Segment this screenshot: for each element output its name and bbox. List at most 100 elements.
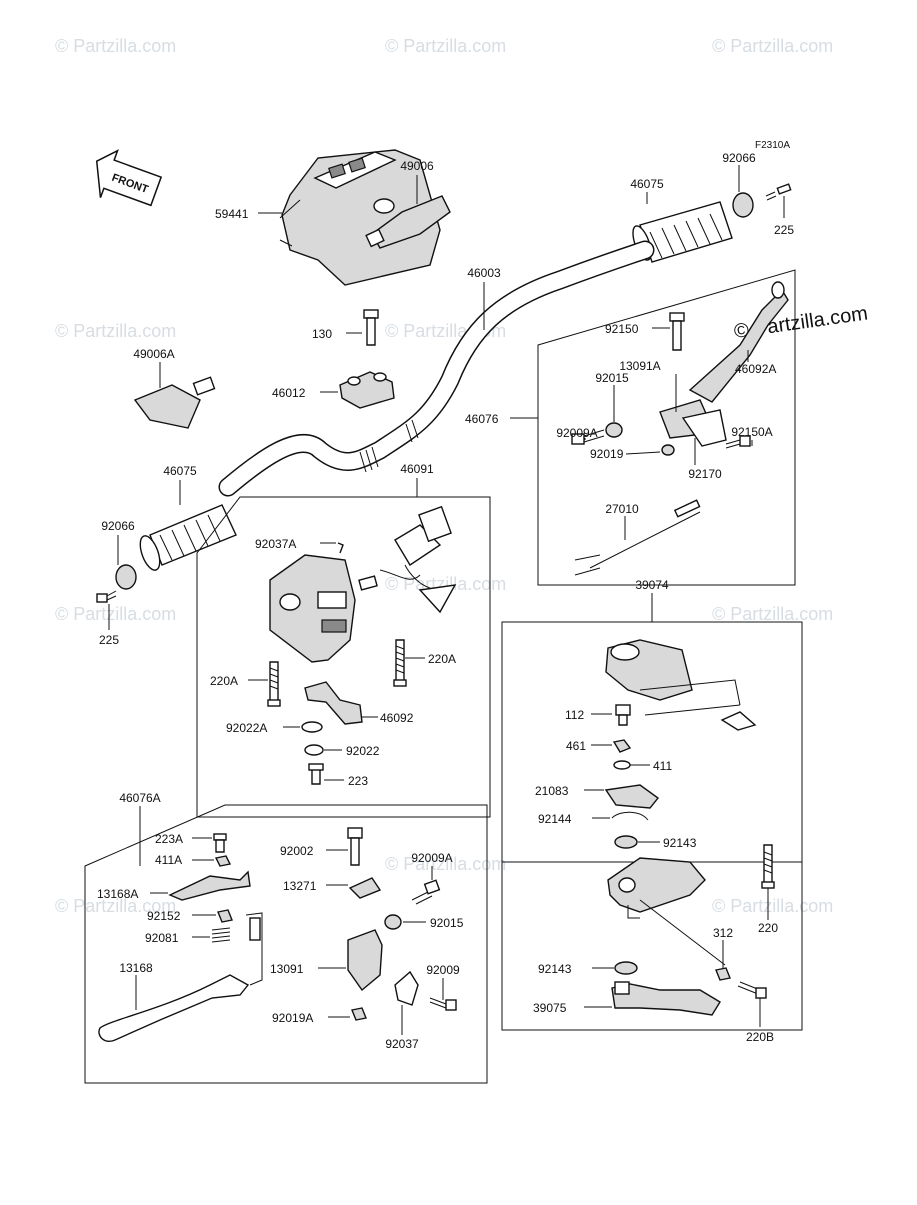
part-label: 46092A	[735, 362, 776, 376]
spring-92144	[611, 811, 649, 821]
seal-92143-top	[614, 835, 638, 849]
part-labels: 59441 49006 46075 92066 225 46003 130 46…	[97, 151, 794, 1051]
bolt-92009A-bot	[411, 879, 441, 905]
part-label: 46012	[272, 386, 306, 400]
part-label: 13091A	[619, 359, 660, 373]
clip	[720, 711, 757, 731]
bolt-112	[615, 704, 631, 726]
part-label: 92066	[722, 151, 756, 165]
part-label: 220A	[210, 674, 238, 688]
bolt-92009	[429, 997, 457, 1011]
bolt-92002	[347, 827, 363, 866]
switch-housing	[269, 554, 378, 663]
part-label: 59441	[215, 207, 249, 221]
brake-lever-46092A	[688, 281, 789, 403]
part-label: 92150A	[731, 425, 772, 439]
watermark: © Partzilla.com	[55, 321, 176, 341]
washer-92022	[304, 744, 324, 756]
lever-bracket-13091	[347, 929, 419, 1006]
part-label: 411A	[155, 853, 182, 867]
throttle-case-box-lower	[501, 862, 803, 1031]
grip-cover-right	[365, 195, 451, 249]
pin	[249, 917, 261, 941]
screw-225-left	[96, 590, 117, 603]
bolt-92150	[669, 312, 685, 351]
watermark: © Partzilla.com	[712, 604, 833, 624]
nut-92019A	[351, 1007, 367, 1021]
lever-13168	[98, 974, 250, 1042]
part-label: 411	[653, 759, 672, 773]
part-label: 13168A	[97, 887, 138, 901]
watermark: © Partzilla.com	[385, 36, 506, 56]
part-label: 92150	[605, 322, 639, 336]
nut-92015	[605, 422, 623, 438]
part-label: 112	[565, 708, 584, 722]
throttle-lever-39075	[611, 981, 721, 1016]
bolt-92009A	[571, 429, 605, 445]
part-label: 46092	[380, 711, 414, 725]
part-label: 92009A	[556, 426, 597, 440]
part-label: 92015	[430, 916, 464, 930]
spring-92081	[211, 927, 231, 943]
throttle-housing	[607, 857, 706, 919]
part-label: 92009	[426, 963, 460, 977]
part-label: 46076	[465, 412, 499, 426]
nut-312	[715, 967, 731, 981]
part-label: 92002	[280, 844, 314, 858]
part-label: 46075	[163, 464, 197, 478]
part-label: 27010	[605, 502, 639, 516]
part-label: 220	[758, 921, 778, 935]
part-label: 92081	[145, 931, 179, 945]
part-label: 46075	[630, 177, 664, 191]
lever-bracket-13091A	[659, 399, 727, 447]
plate-13168A	[168, 870, 251, 901]
nut-92015-bot	[384, 914, 402, 930]
part-label: 461	[566, 739, 586, 753]
nut-92152	[217, 909, 233, 923]
bolt-223A	[213, 833, 227, 853]
plate-21083	[604, 784, 660, 809]
part-label: 92066	[101, 519, 135, 533]
part-label: 46076A	[119, 791, 160, 805]
seal-92143-bot	[614, 961, 638, 975]
switch-housing-box	[196, 496, 491, 818]
part-label: 92015	[595, 371, 629, 385]
grip-cover-left	[133, 376, 216, 429]
screw-223	[308, 763, 324, 785]
watermark: © Partzilla.com	[385, 854, 506, 874]
watermark: © Partzilla.com	[55, 36, 176, 56]
handlebar-cover	[279, 149, 441, 286]
part-label: 39074	[635, 578, 669, 592]
part-label: 21083	[535, 784, 569, 798]
part-label: 130	[312, 327, 332, 341]
part-label: 49006	[400, 159, 434, 173]
screw-225-top	[765, 183, 792, 201]
grip-end-cap	[115, 564, 137, 590]
part-label: 92037	[385, 1037, 419, 1051]
part-label: 312	[713, 926, 733, 940]
watermark: © Partzilla.com	[712, 896, 833, 916]
handlebar	[218, 240, 655, 497]
part-label: 46003	[467, 266, 501, 280]
part-label: 92022	[346, 744, 380, 758]
watermark: © Partzilla.com	[712, 36, 833, 56]
screw-220A-left	[267, 661, 281, 707]
cable-27010	[574, 499, 701, 576]
washer-92022A	[301, 721, 323, 733]
part-label: 92019A	[272, 1011, 313, 1025]
leader-lines	[108, 165, 785, 1035]
part-label: 13091	[270, 962, 304, 976]
part-label: 92019	[590, 447, 624, 461]
nut-92019	[661, 444, 675, 456]
screw-220A-right	[393, 639, 407, 687]
front-arrow-icon: FRONT	[95, 149, 163, 207]
screw-220	[761, 844, 775, 889]
lever-assembly-box	[537, 269, 796, 586]
grip-end-cap	[732, 192, 754, 218]
figure-code: F2310A	[755, 140, 790, 151]
bracket-13271	[348, 877, 382, 899]
screw-220B	[737, 981, 767, 999]
part-label: 92170	[688, 467, 722, 481]
part-label: 92022A	[226, 721, 267, 735]
